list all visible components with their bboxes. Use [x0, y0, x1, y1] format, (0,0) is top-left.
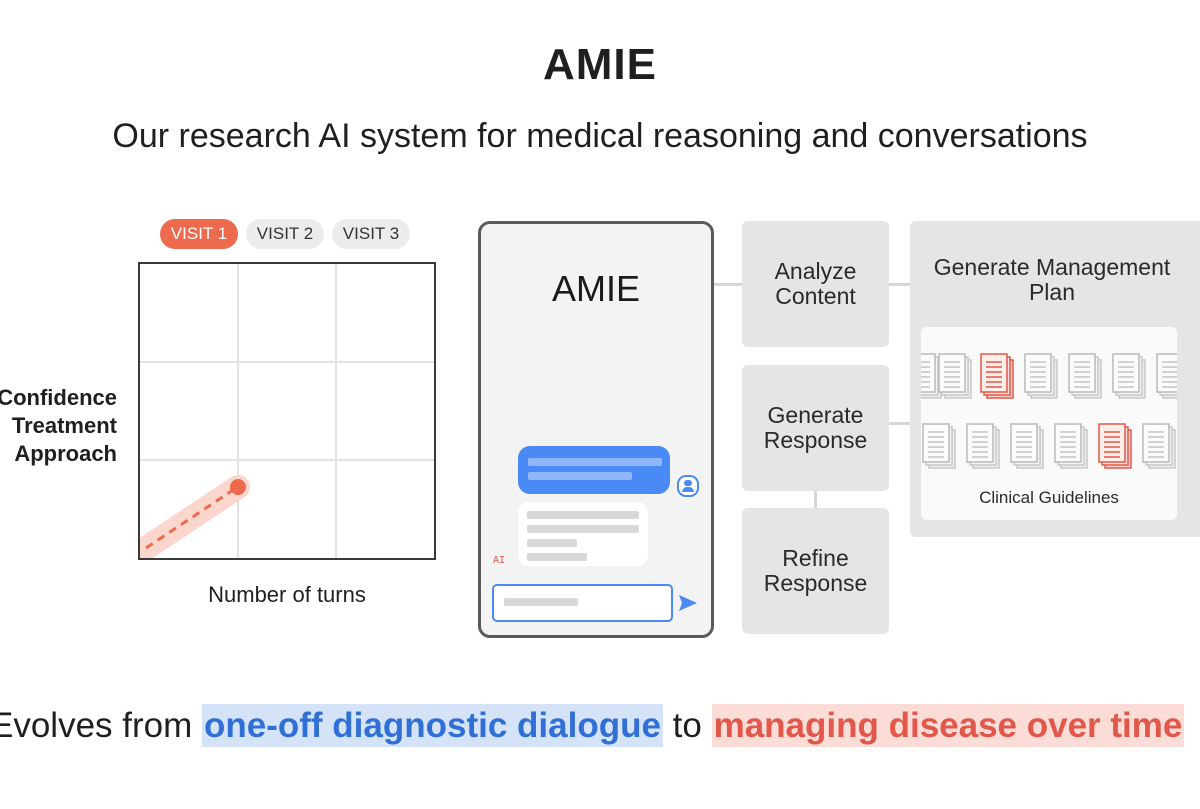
ai-badge: AI	[493, 555, 506, 566]
trend-glow	[140, 475, 250, 558]
tab-visit-2[interactable]: VISIT 2	[246, 219, 324, 249]
y-axis-label-line-2: Treatment	[11, 413, 117, 438]
footer-prefix: Evolves from	[0, 706, 202, 745]
user-avatar-icon	[677, 475, 699, 497]
guideline-documents	[921, 353, 1177, 469]
connector-generate-plan	[888, 422, 912, 425]
clinical-guidelines-label: Clinical Guidelines	[979, 488, 1119, 507]
generate-response-label: Generate Response	[763, 402, 868, 453]
trend-line	[145, 486, 237, 550]
phone-mockup: AMIE AI	[478, 221, 714, 638]
footer-statement: Evolves from one-off diagnostic dialogue…	[0, 704, 1185, 747]
connector-generate-refine	[814, 490, 817, 510]
ai-message-bubble	[518, 502, 648, 566]
x-axis-label: Number of turns	[208, 582, 366, 607]
page-subtitle: Our research AI system for medical reaso…	[112, 117, 1088, 155]
phone-title: AMIE	[551, 268, 640, 309]
y-axis-label-line-3: Approach	[14, 441, 117, 466]
footer-highlight-diagnostic: one-off diagnostic dialogue	[202, 704, 663, 747]
clinical-guidelines-card: Clinical Guidelines	[921, 327, 1177, 520]
management-plan-label: Generate Management Plan	[933, 254, 1171, 305]
generate-response-box: Generate Response	[742, 365, 889, 491]
connector-analyze-plan	[888, 283, 912, 286]
tab-visit-1[interactable]: VISIT 1	[160, 219, 238, 249]
analyze-content-label: Analyze Content	[774, 258, 857, 309]
trend-endpoint	[230, 479, 246, 495]
refine-response-label: Refine Response	[763, 545, 868, 596]
footer-highlight-managing: managing disease over time	[711, 704, 1185, 747]
user-message-bubble	[518, 446, 670, 494]
send-icon[interactable]	[679, 595, 697, 616]
refine-response-box: Refine Response	[742, 508, 889, 634]
page-title: AMIE	[543, 40, 657, 89]
footer-middle: to	[662, 706, 712, 745]
connector-phone-analyze	[708, 283, 744, 286]
message-input[interactable]	[492, 584, 673, 622]
tab-visit-3[interactable]: VISIT 3	[332, 219, 410, 249]
analyze-content-box: Analyze Content	[742, 221, 889, 347]
y-axis-label-line-1: Confidence	[0, 385, 117, 410]
confidence-chart	[138, 262, 436, 560]
confidence-chart-svg	[140, 264, 434, 558]
